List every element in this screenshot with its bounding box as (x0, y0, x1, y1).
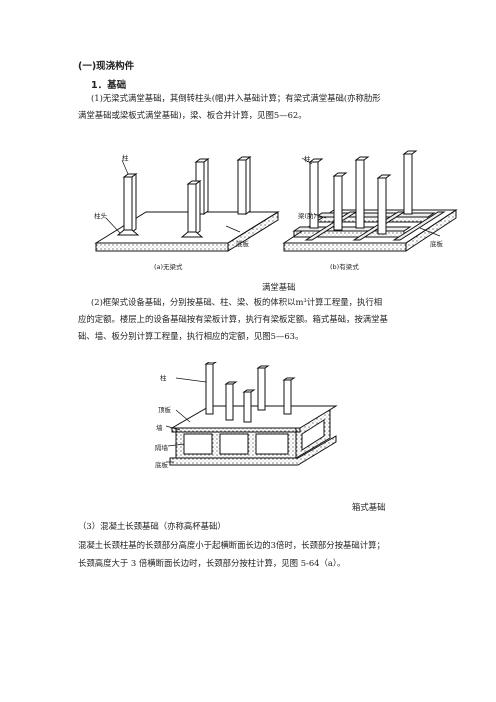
paragraph-3-line-1: 混凝土长颈柱基的长颈部分高度小于起横断面长边的3倍时，长颈部分按基础计算； (78, 540, 385, 550)
label-slab-b: 底板 (430, 240, 443, 248)
raft-foundation-figure (94, 150, 458, 252)
paragraph-3-line-2: 长颈高度大于 3 倍横断面长边时，长颈部分按柱计算，见图 5-64（a）。 (78, 558, 346, 568)
label-wall: 墙 (156, 424, 163, 432)
label-column-box: 柱 (160, 374, 167, 382)
label-capital-a: 柱头 (94, 212, 107, 220)
label-bottom-slab: 底板 (155, 461, 168, 469)
paragraph-1-line-2: 满堂基础或梁板式满堂基础)，梁、板合并计算，见图5—62。 (78, 110, 307, 120)
paragraph-3-title: （3）混凝土长颈基础（亦称高杯基础） (78, 521, 226, 531)
subsection-heading: 1．基础 (91, 80, 127, 91)
paragraph-2-line-3: 础、墙、板分别计算工程量，执行相应的定额，见图5—63。 (78, 331, 304, 341)
box-foundation-figure (165, 362, 338, 466)
beamless-raft-drawing (94, 156, 280, 252)
label-slab-a: 底板 (236, 240, 249, 248)
caption-b: (b)有梁式 (330, 263, 359, 271)
label-column-a: 柱 (122, 154, 129, 162)
paragraph-2-line-2: 应的定额。楼层上的设备基础按有梁板计算，执行有梁板定额。箱式基础，按满堂基 (78, 314, 388, 324)
paragraph-1-line-1: (1)无梁式满堂基础，其倒转柱头(帽)并入基础计算；有梁式满堂基础(亦称肋形 (91, 93, 381, 103)
section-heading: (一)现浇构件 (78, 61, 135, 72)
label-top-slab: 顶板 (158, 406, 171, 414)
beam-raft-drawing (282, 150, 458, 252)
paragraph-2-line-1: (2)框架式设备基础，分别按基础、柱、梁、板的体积以m³计算工程量，执行相 (91, 297, 383, 307)
figure-1-caption: 满堂基础 (262, 282, 296, 292)
label-column-b: 柱 (304, 155, 311, 163)
caption-a: (a)无梁式 (154, 263, 183, 271)
label-beam-b: 梁(肋) (298, 212, 317, 220)
figure-2-caption: 箱式基础 (352, 502, 386, 512)
label-partition: 隔墙 (155, 444, 168, 452)
